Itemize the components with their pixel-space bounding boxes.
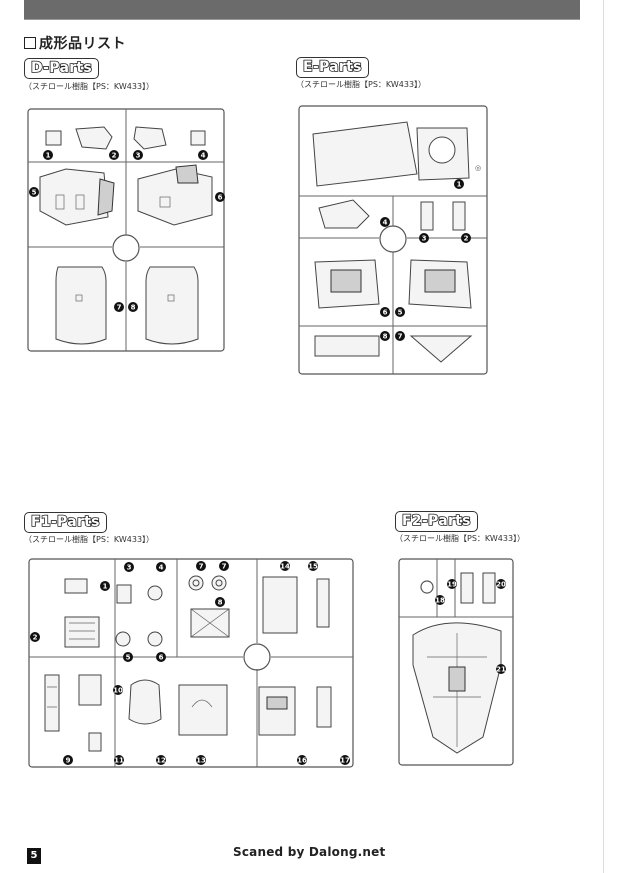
sprue-f1-number-6: 6	[156, 652, 166, 662]
sprue-d-number-8: 8	[128, 302, 138, 312]
sprue-e-number-3: 3	[419, 233, 429, 243]
svg-text:1: 1	[103, 583, 108, 591]
sprue-f1-number-8: 8	[215, 597, 225, 607]
sprue-f1-material: （スチロール樹脂【PS：KW433】）	[24, 535, 155, 544]
sprue-f1-number-1: 1	[100, 581, 110, 591]
svg-text:5: 5	[32, 189, 37, 197]
checkbox-square-icon	[24, 37, 36, 49]
sprue-f1-number-14: 14	[280, 561, 290, 571]
sprue-f2-diagram: 18 19 20 21	[398, 558, 514, 766]
svg-text:18: 18	[435, 597, 445, 605]
svg-text:8: 8	[218, 599, 223, 607]
svg-text:4: 4	[201, 152, 206, 160]
svg-text:2: 2	[112, 152, 117, 160]
svg-text:7: 7	[222, 563, 227, 571]
sprue-d-number-1: 1	[43, 150, 53, 160]
svg-text:8: 8	[383, 333, 388, 341]
sprue-f1-number-2: 2	[30, 632, 40, 642]
sprue-d-number-2: 2	[109, 150, 119, 160]
sprue-e-material: （スチロール樹脂【PS：KW433】）	[296, 80, 427, 89]
sprue-d-diagram: 1 2 3 4 5 6 7 8	[27, 108, 225, 352]
sprue-f1-number-4: 4	[156, 562, 166, 572]
svg-text:9: 9	[66, 757, 71, 765]
sprue-f2-number-18: 18	[435, 595, 445, 605]
sprue-d-number-5: 5	[29, 187, 39, 197]
page-edge-line	[603, 0, 604, 873]
scan-credit: Scaned by Dalong.net	[233, 845, 386, 859]
section-title: 成形品リスト	[24, 33, 126, 53]
section-title-text: 成形品リスト	[39, 36, 126, 52]
svg-text:7: 7	[199, 563, 204, 571]
svg-text:8: 8	[131, 304, 136, 312]
sprue-e-number-7: 7	[395, 331, 405, 341]
svg-text:◎: ◎	[475, 164, 481, 172]
svg-text:6: 6	[218, 194, 223, 202]
svg-text:6: 6	[383, 309, 388, 317]
sprue-d-number-3: 3	[133, 150, 143, 160]
page-number: 5	[27, 848, 41, 864]
sprue-e-number-2: 2	[461, 233, 471, 243]
header-rule	[24, 19, 580, 20]
svg-text:21: 21	[496, 666, 506, 674]
sprue-f1-diagram: 1 2 3 4 5 6 7 7 8 9 10 11 12 13 14 15 16…	[28, 558, 354, 768]
svg-text:2: 2	[464, 235, 469, 243]
sprue-f2-number-19: 19	[447, 579, 457, 589]
svg-text:1: 1	[46, 152, 51, 160]
sprue-e-number-1: 1	[454, 179, 464, 189]
sprue-f1-number-5: 5	[123, 652, 133, 662]
svg-text:1: 1	[457, 181, 462, 189]
svg-text:11: 11	[114, 757, 124, 765]
sprue-f2-number-21: 21	[496, 664, 506, 674]
svg-text:12: 12	[156, 757, 166, 765]
svg-text:14: 14	[280, 563, 290, 571]
svg-text:7: 7	[117, 304, 122, 312]
svg-text:4: 4	[383, 219, 388, 227]
svg-text:4: 4	[159, 564, 164, 572]
sprue-d-label: D-Parts	[24, 58, 100, 79]
sprue-d-number-7: 7	[114, 302, 124, 312]
svg-text:6: 6	[159, 654, 164, 662]
sprue-e-diagram: ◎ 1 2 3 4 5 6 7 8	[298, 105, 488, 375]
sprue-f1-number-10: 10	[113, 685, 123, 695]
svg-text:10: 10	[113, 687, 123, 695]
svg-text:7: 7	[398, 333, 403, 341]
sprue-f1-number-16: 16	[297, 755, 307, 765]
sprue-f1-number-13: 13	[196, 755, 206, 765]
sprue-f1-number-3: 3	[124, 562, 134, 572]
sprue-f1-number-9: 9	[63, 755, 73, 765]
header-bar	[24, 0, 580, 19]
svg-text:20: 20	[496, 581, 506, 589]
svg-text:19: 19	[447, 581, 457, 589]
sprue-d-material: （スチロール樹脂【PS：KW433】）	[24, 82, 155, 91]
sprue-f1-label: F1-Parts	[24, 512, 107, 533]
svg-text:5: 5	[398, 309, 403, 317]
sprue-e-number-8: 8	[380, 331, 390, 341]
sprue-f1-number-15: 15	[308, 561, 318, 571]
sprue-e-label: E-Parts	[296, 57, 369, 78]
sprue-f2-label: F2-Parts	[395, 511, 478, 532]
sprue-e-number-5: 5	[395, 307, 405, 317]
sprue-f1-number-11: 11	[114, 755, 124, 765]
svg-text:17: 17	[340, 757, 350, 765]
sprue-e-number-4: 4	[380, 217, 390, 227]
sprue-f1-number-17: 17	[340, 755, 350, 765]
svg-text:15: 15	[308, 563, 318, 571]
svg-text:2: 2	[33, 634, 38, 642]
svg-text:3: 3	[136, 152, 141, 160]
sprue-f1-number-7a: 7	[196, 561, 206, 571]
svg-text:3: 3	[127, 564, 132, 572]
sprue-d-number-6: 6	[215, 192, 225, 202]
svg-text:5: 5	[126, 654, 131, 662]
svg-text:13: 13	[196, 757, 206, 765]
sprue-f1-number-12: 12	[156, 755, 166, 765]
svg-text:3: 3	[422, 235, 427, 243]
sprue-f2-number-20: 20	[496, 579, 506, 589]
sprue-f2-material: （スチロール樹脂【PS：KW433】）	[395, 534, 526, 543]
sprue-d-number-4: 4	[198, 150, 208, 160]
sprue-e-number-6: 6	[380, 307, 390, 317]
svg-text:16: 16	[297, 757, 307, 765]
sprue-f1-number-7b: 7	[219, 561, 229, 571]
